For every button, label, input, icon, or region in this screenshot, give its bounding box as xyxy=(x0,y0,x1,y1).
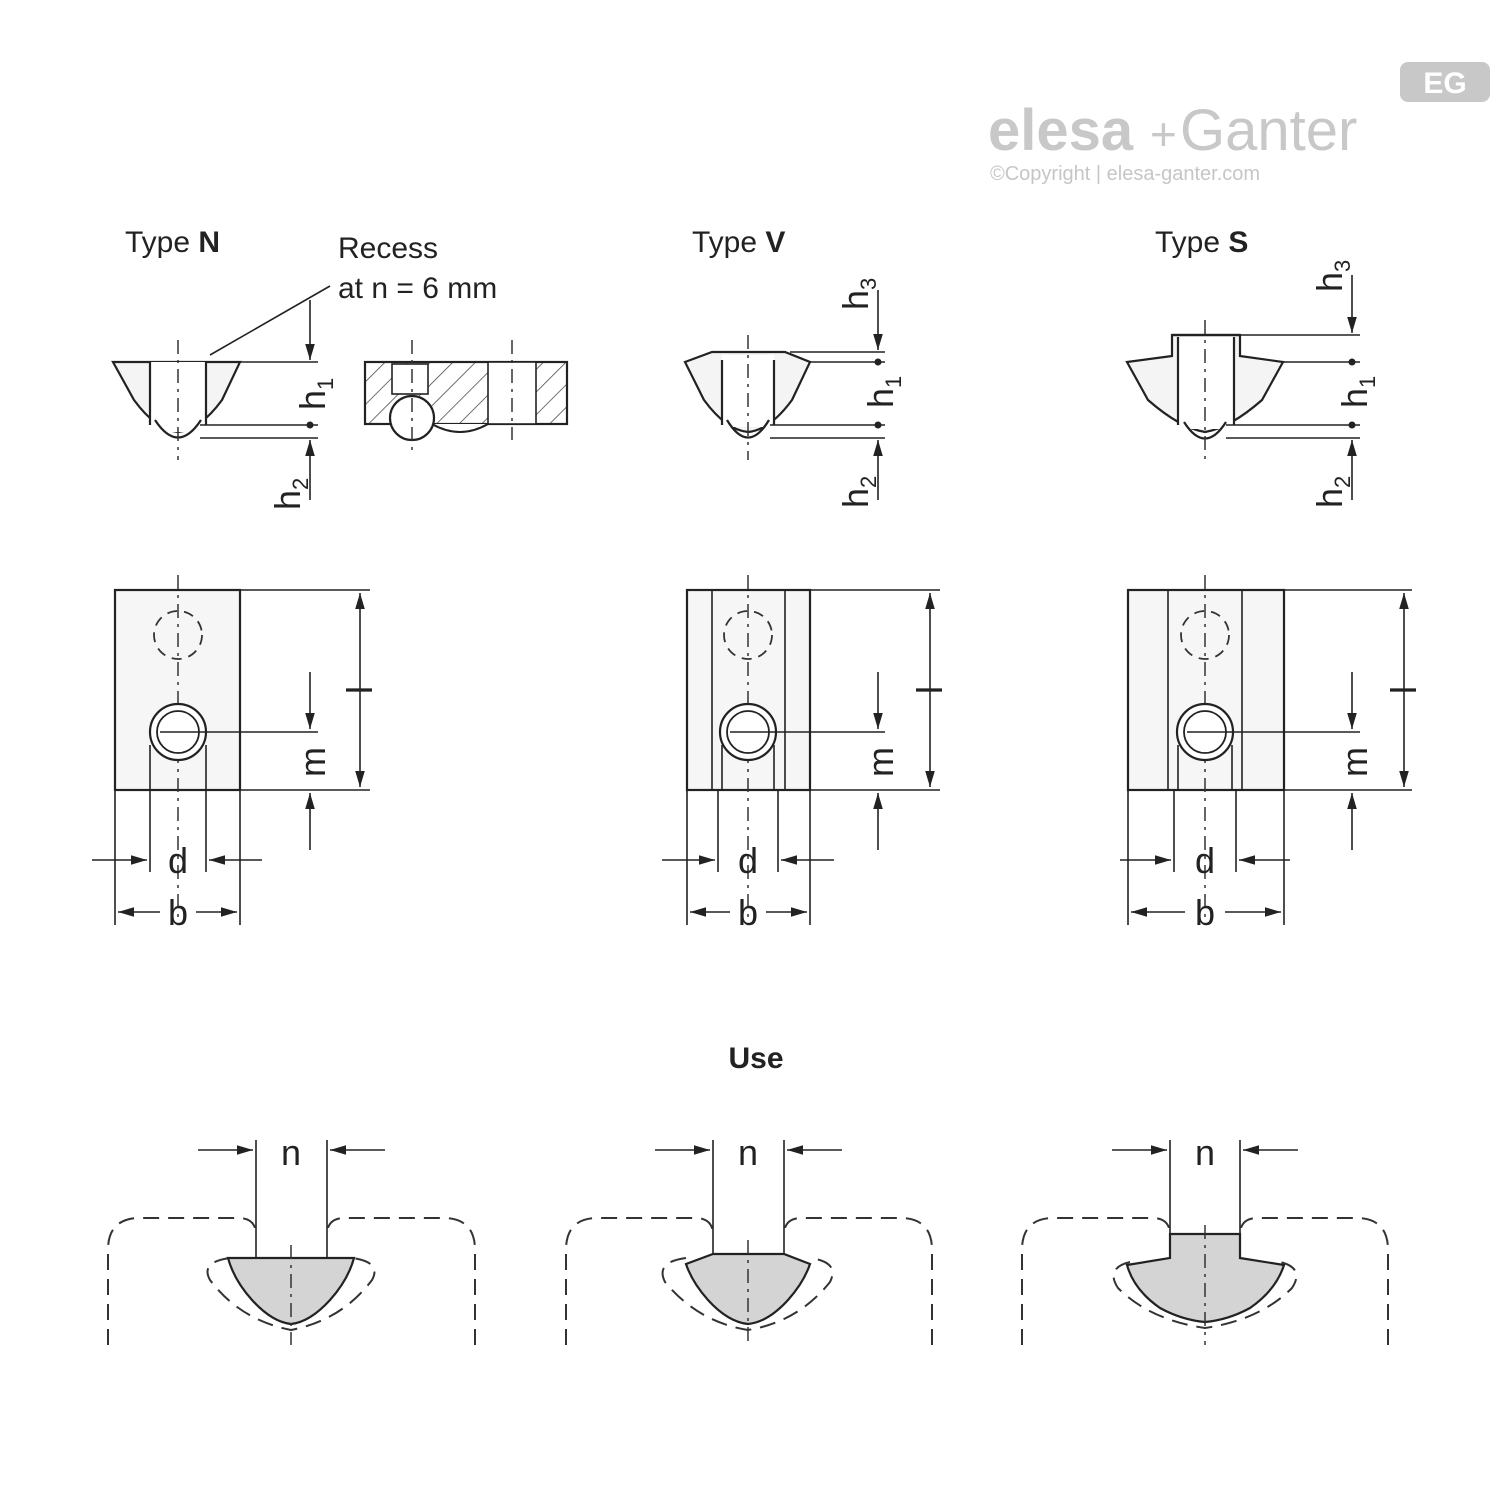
dim-h1-s: h1 xyxy=(1334,376,1380,408)
dim-n-use-s: n xyxy=(1195,1132,1215,1173)
use-type-v: n xyxy=(565,1132,933,1345)
brand-name-elesa: elesa xyxy=(988,98,1134,163)
type-v-section: h3 h1 h2 xyxy=(683,278,906,508)
dim-l-v: l xyxy=(909,686,950,694)
type-n-plan: l m d b xyxy=(92,575,380,933)
brand-badge xyxy=(1400,62,1490,102)
dim-h2-n: h2 xyxy=(267,478,313,510)
dim-d-s: d xyxy=(1195,840,1215,881)
type-s-section: h3 h1 h2 xyxy=(1125,260,1380,508)
brand-logo: elesa + Ganter EG ©Copyright | elesa-gan… xyxy=(988,62,1490,185)
type-n-label: Type N xyxy=(125,226,220,259)
brand-badge-text: EG xyxy=(1423,67,1466,100)
recess-label-line2: at n = 6 mm xyxy=(338,272,497,305)
dim-b-n: b xyxy=(168,892,188,933)
dim-m-n: m xyxy=(292,747,333,777)
type-v-plan: l m d b xyxy=(662,575,950,933)
type-s-plan: l m d b xyxy=(1120,575,1424,933)
brand-name-ganter: Ganter xyxy=(1180,98,1357,163)
dim-h1-v: h1 xyxy=(860,376,906,408)
dim-h2-s: h2 xyxy=(1309,476,1355,508)
recess-label-line1: Recess xyxy=(338,232,438,265)
use-title: Use xyxy=(728,1042,783,1075)
dim-b-v: b xyxy=(738,892,758,933)
dim-b-s: b xyxy=(1195,892,1215,933)
type-n-recess-view xyxy=(363,340,569,450)
dim-d-v: d xyxy=(738,840,758,881)
dim-h3-v: h3 xyxy=(835,278,881,310)
dim-n-use-n: n xyxy=(281,1132,301,1173)
use-type-s: n xyxy=(1021,1132,1389,1345)
type-s-label: Type S xyxy=(1155,226,1248,259)
dim-l-s: l xyxy=(1383,686,1424,694)
dim-m-s: m xyxy=(1334,747,1375,777)
copyright-text: ©Copyright | elesa-ganter.com xyxy=(990,163,1260,185)
type-n-section: h1 h2 xyxy=(111,300,338,510)
dim-h2-v: h2 xyxy=(835,476,881,508)
dim-h3-s: h3 xyxy=(1309,260,1355,292)
dim-n-use-v: n xyxy=(738,1132,758,1173)
brand-plus: + xyxy=(1150,108,1177,160)
type-v-label: Type V xyxy=(692,226,785,259)
use-type-n: n xyxy=(107,1132,476,1345)
recess-leader xyxy=(209,285,331,356)
dim-l-n: l xyxy=(339,686,380,694)
dim-d-n: d xyxy=(168,840,188,881)
dim-m-v: m xyxy=(860,747,901,777)
dim-h1-n: h1 xyxy=(292,378,338,410)
